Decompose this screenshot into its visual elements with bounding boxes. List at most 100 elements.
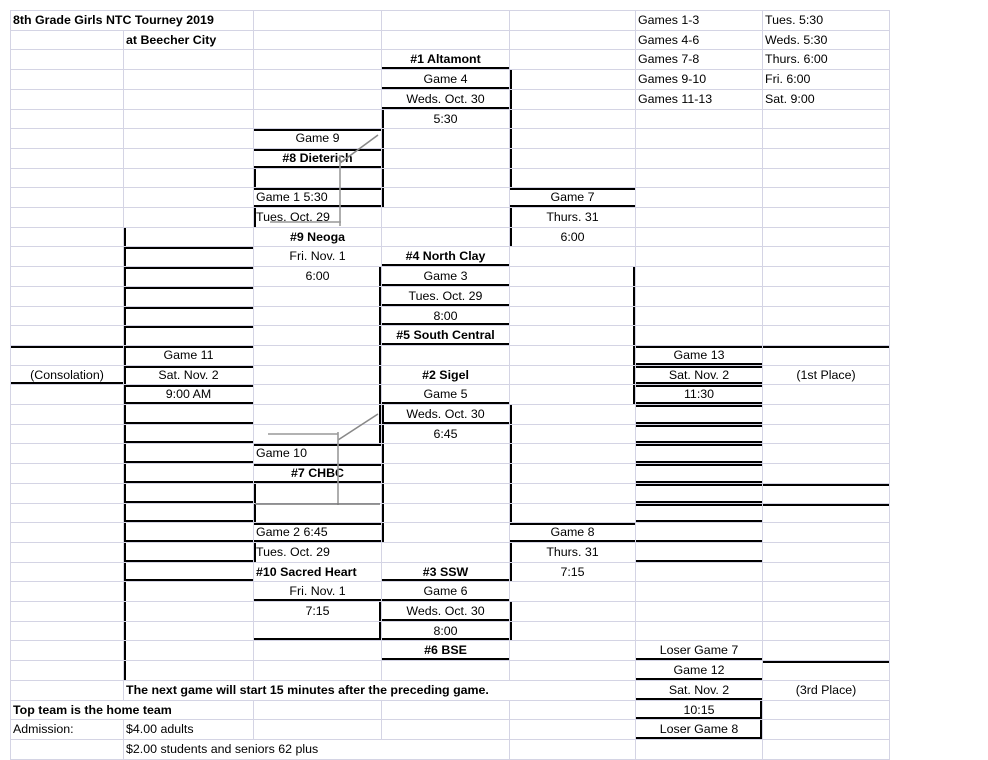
table-row: at Beecher City Games 4-6 Weds. 5:30 <box>10 29 890 51</box>
cell-empty <box>762 325 890 346</box>
game-10-label: Game 10 <box>253 443 382 465</box>
cell-empty <box>635 187 763 209</box>
cell-empty <box>762 423 890 445</box>
game-8-label: Game 8 <box>509 522 636 543</box>
table-row: Top team is the home team 10:15 <box>10 699 890 721</box>
cell-empty <box>509 423 636 445</box>
cell-empty <box>635 620 763 642</box>
game-7-label: Game 7 <box>509 187 636 209</box>
cell-empty <box>635 325 763 346</box>
table-row: Admission: $4.00 adults Loser Game 8 <box>10 719 890 740</box>
cell-empty <box>635 463 763 484</box>
cell-empty <box>123 108 254 130</box>
cell-empty <box>253 423 382 445</box>
cell-empty <box>10 502 124 524</box>
cell-empty <box>123 88 254 110</box>
game-5-date: Weds. Oct. 30 <box>381 404 510 425</box>
schedule-when-0: Tues. 5:30 <box>762 10 890 31</box>
cell-empty <box>123 226 254 248</box>
cell-empty <box>10 404 124 425</box>
cell-empty <box>762 147 890 169</box>
table-row: 5:30 <box>10 108 890 130</box>
cell-empty <box>10 285 124 307</box>
cell-empty <box>253 660 382 681</box>
cell-empty <box>10 679 124 701</box>
game-12-feed-bottom: Loser Game 8 <box>635 719 763 740</box>
cell-empty <box>123 601 254 622</box>
game-4-time: 5:30 <box>381 108 510 130</box>
third-place-label: (3rd Place) <box>762 679 890 701</box>
game-1-date: Tues. Oct. 29 <box>253 207 382 228</box>
cell-empty <box>762 620 890 642</box>
table-row: 6:45 <box>10 423 890 445</box>
game-12-date: Sat. Nov. 2 <box>635 679 763 701</box>
table-row: (Consolation) Sat. Nov. 2 #2 Sigel Sat. … <box>10 364 890 386</box>
game-6-date: Weds. Oct. 30 <box>381 601 510 622</box>
table-row: 6:00 Game 3 <box>10 266 890 287</box>
page-title: 8th Grade Girls NTC Tourney 2019 <box>10 10 254 31</box>
cell-empty <box>635 561 763 583</box>
cell-empty <box>123 404 254 425</box>
cell-empty <box>253 305 382 327</box>
table-row: Game 2 6:45 Game 8 <box>10 522 890 543</box>
cell-empty <box>509 108 636 130</box>
game-9-label: Game 9 <box>253 128 382 149</box>
cell-empty <box>123 502 254 524</box>
cell-empty <box>253 699 382 721</box>
cell-empty <box>635 541 763 563</box>
game-1-time2: Fri. Nov. 1 <box>253 246 382 268</box>
table-row: Tues. Oct. 29 Thurs. 31 <box>10 541 890 563</box>
game-2-label: Game 2 6:45 <box>253 522 382 543</box>
tournament-bracket-table: 8th Grade Girls NTC Tourney 2019 Games 1… <box>10 10 890 760</box>
cell-empty <box>253 640 382 662</box>
game-7-date: Thurs. 31 <box>509 207 636 228</box>
cell-empty <box>762 344 890 366</box>
cell-empty <box>509 482 636 504</box>
cell-empty <box>509 167 636 189</box>
table-row: $2.00 students and seniors 62 plus <box>10 738 890 760</box>
cell-empty <box>509 640 636 662</box>
cell-empty <box>381 147 510 169</box>
cell-empty <box>253 108 382 130</box>
cell-empty <box>10 325 124 346</box>
cell-empty <box>123 167 254 189</box>
cell-empty <box>509 620 636 642</box>
cell-empty <box>635 482 763 504</box>
cell-empty <box>10 147 124 169</box>
table-row <box>10 167 890 189</box>
cell-empty <box>10 423 124 445</box>
cell-empty <box>253 364 382 386</box>
cell-empty <box>253 482 382 504</box>
cell-empty <box>762 108 890 130</box>
seed-3-ssw: #3 SSW <box>381 561 510 583</box>
table-row: Game 4 Games 9-10 Fri. 6:00 <box>10 69 890 90</box>
cell-empty <box>509 49 636 71</box>
cell-empty <box>635 226 763 248</box>
cell-empty <box>10 69 124 90</box>
cell-empty <box>635 581 763 603</box>
page-subtitle: at Beecher City <box>123 29 254 51</box>
cell-empty <box>762 266 890 287</box>
game-2-time3: 7:15 <box>253 601 382 622</box>
cell-empty <box>10 108 124 130</box>
cell-empty <box>10 482 124 504</box>
cell-empty <box>10 246 124 268</box>
cell-empty <box>10 463 124 484</box>
schedule-games-4: Games 11-13 <box>635 88 763 110</box>
cell-empty <box>381 167 510 189</box>
cell-empty <box>509 266 636 287</box>
cell-empty <box>10 443 124 465</box>
cell-empty <box>10 128 124 149</box>
cell-empty <box>123 463 254 484</box>
table-row: #1 Altamont Games 7-8 Thurs. 6:00 <box>10 49 890 71</box>
table-row <box>10 482 890 504</box>
cell-empty <box>381 699 510 721</box>
cell-empty <box>10 187 124 209</box>
cell-empty <box>123 325 254 346</box>
game-13-time: 11:30 <box>635 384 763 406</box>
table-row: Tues. Oct. 29 <box>10 285 890 307</box>
first-place-label: (1st Place) <box>762 364 890 386</box>
cell-empty <box>762 187 890 209</box>
cell-empty <box>253 29 382 51</box>
game-12-time: 10:15 <box>635 699 763 721</box>
